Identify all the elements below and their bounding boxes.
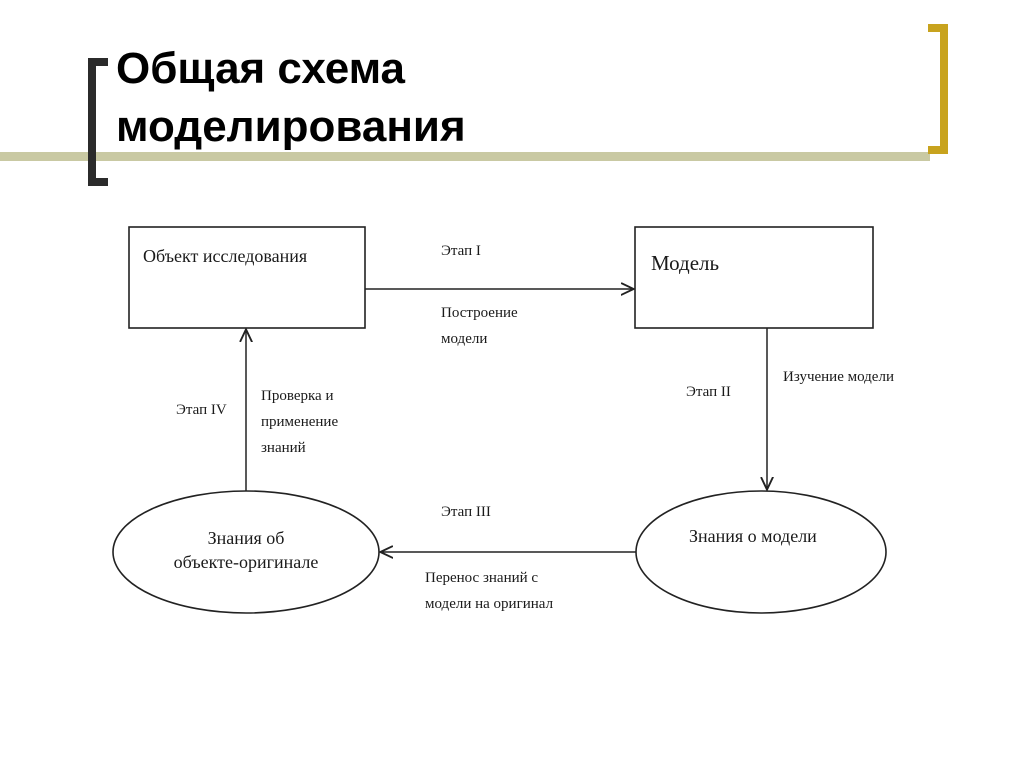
stage1-label: Этап I bbox=[441, 243, 481, 259]
page-title-line2: моделирования bbox=[116, 102, 466, 151]
research-object-label: Объект исследования bbox=[143, 246, 308, 266]
stage1-description: Построение модели bbox=[441, 300, 518, 352]
model-box bbox=[634, 226, 874, 329]
stage2-description: Изучение модели bbox=[783, 369, 894, 385]
model-label: Модель bbox=[651, 251, 720, 275]
stage4-label: Этап IV bbox=[176, 402, 227, 418]
stage4-desc-line2: применение bbox=[261, 414, 339, 430]
title-underline bbox=[0, 152, 930, 161]
stage4-description: Проверка и применение знаний bbox=[261, 383, 338, 461]
stage4-desc-line1: Проверка и bbox=[261, 388, 334, 404]
stage2-label: Этап II bbox=[686, 384, 731, 400]
stage3-label: Этап III bbox=[441, 504, 491, 520]
stage3-desc-line2: модели на оригинал bbox=[425, 596, 554, 612]
right-bracket bbox=[928, 24, 948, 154]
model-knowledge-label: Знания о модели bbox=[689, 526, 817, 546]
left-bracket bbox=[88, 58, 108, 186]
stage3-description: Перенос знаний с модели на оригинал bbox=[425, 565, 553, 617]
original-knowledge-line1: Знания об bbox=[207, 528, 285, 548]
original-knowledge-line2: объекте-оригинале bbox=[173, 552, 319, 572]
original-knowledge-label: Знания об объекте-оригинале bbox=[146, 526, 346, 574]
page-title-line1: Общая схема bbox=[116, 44, 406, 93]
research-object-box bbox=[128, 226, 366, 329]
stage3-desc-line1: Перенос знаний с bbox=[425, 570, 539, 586]
stage4-desc-line3: знаний bbox=[261, 440, 306, 456]
stage1-desc-line1: Построение bbox=[441, 305, 518, 321]
page-title: Общая схема моделирования bbox=[116, 40, 466, 156]
model-knowledge-ellipse bbox=[635, 490, 887, 614]
stage1-desc-line2: модели bbox=[441, 331, 488, 347]
